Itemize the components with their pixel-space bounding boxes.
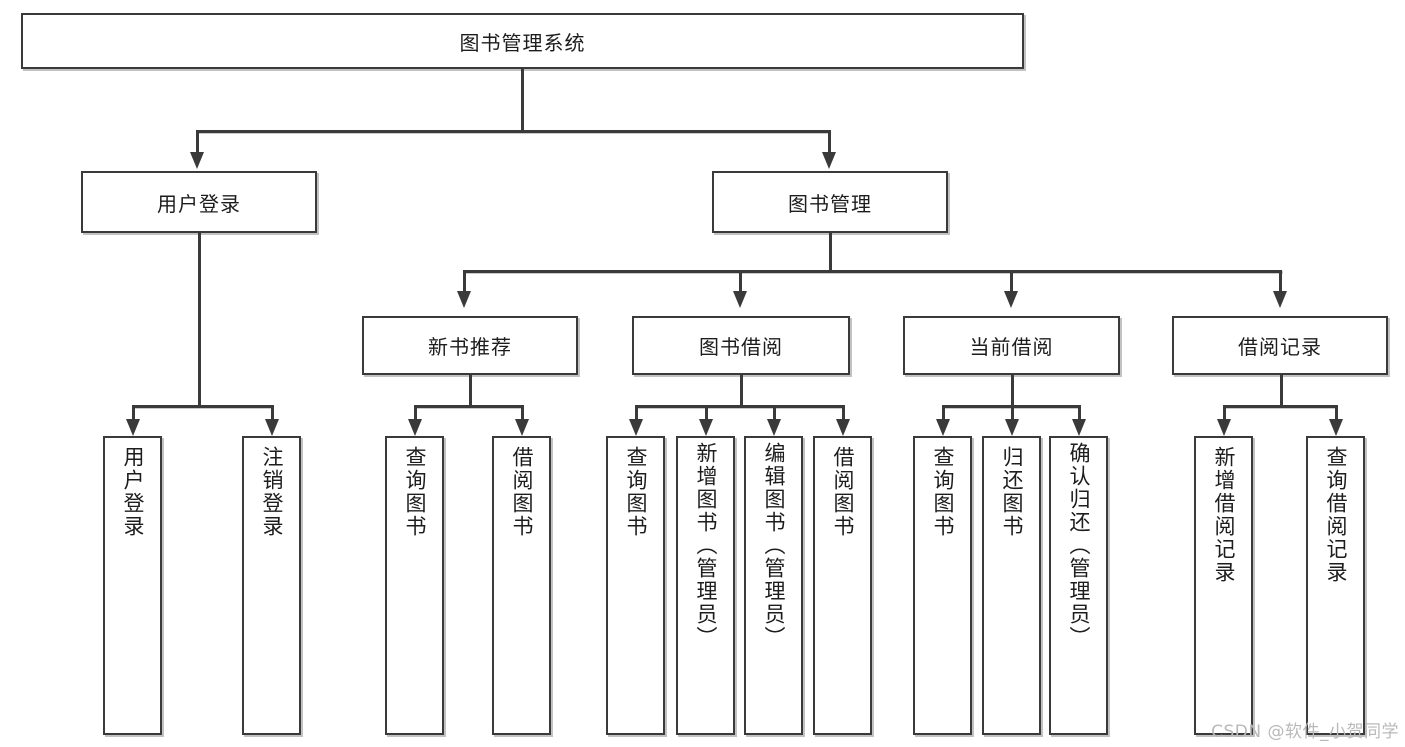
connector-book-borrow-stem <box>740 375 743 406</box>
connector-drop-bb-2 <box>705 405 708 421</box>
arrowhead-bb-3 <box>767 419 781 436</box>
connector-drop-leaf-user-login-1 <box>132 405 135 421</box>
connector-drop-current-borrow <box>1010 270 1013 292</box>
leaf-borrow-book-recommend[interactable]: 借阅图书 <box>492 436 551 735</box>
connector-borrow-record-bus <box>1224 405 1337 408</box>
connector-root-stem <box>521 69 524 131</box>
connector-drop-cb-1 <box>942 405 945 421</box>
connector-drop-borrow-record <box>1279 270 1282 292</box>
arrowhead-cb-1 <box>936 419 950 436</box>
connector-drop-br-2 <box>1335 405 1338 421</box>
connector-borrow-record-stem <box>1280 375 1283 406</box>
node-book-borrow[interactable]: 图书借阅 <box>632 316 850 375</box>
connector-drop-cb-3 <box>1078 405 1081 421</box>
connector-drop-bb-3 <box>773 405 776 421</box>
connector-drop-br-1 <box>1223 405 1226 421</box>
leaf-label: 新增借阅记录 <box>1211 446 1236 584</box>
arrowhead-user-login <box>190 152 204 169</box>
leaf-label: 确认归还（管理员） <box>1066 442 1091 649</box>
node-new-book-recommend[interactable]: 新书推荐 <box>362 316 578 375</box>
arrowhead-new-book <box>457 291 471 308</box>
connector-drop-new-book <box>463 270 466 292</box>
arrowhead-leaf-user-login-1 <box>126 419 140 436</box>
leaf-label: 注销登录 <box>259 446 284 538</box>
arrowhead-br-2 <box>1329 419 1343 436</box>
leaf-add-book-admin[interactable]: 新增图书（管理员） <box>676 436 735 735</box>
connector-drop-cb-2 <box>1011 405 1014 421</box>
node-label: 新书推荐 <box>428 335 512 359</box>
node-book-management[interactable]: 图书管理 <box>712 171 948 233</box>
arrowhead-bb-1 <box>629 419 643 436</box>
node-label: 图书管理 <box>788 191 872 216</box>
arrowhead-book-borrow <box>733 291 747 308</box>
connector-drop-nb-2 <box>521 405 524 421</box>
arrowhead-bb-4 <box>836 419 850 436</box>
connector-new-book-stem <box>469 375 472 406</box>
connector-drop-bb-1 <box>635 405 638 421</box>
leaf-label: 编辑图书（管理员） <box>761 442 786 649</box>
node-user-login[interactable]: 用户登录 <box>81 171 317 233</box>
node-label: 用户登录 <box>157 191 241 216</box>
leaf-label: 归还图书 <box>999 446 1024 538</box>
connector-drop-bb-4 <box>842 405 845 421</box>
arrowhead-nb-1 <box>408 419 422 436</box>
arrowhead-br-1 <box>1217 419 1231 436</box>
node-label: 图书管理系统 <box>459 30 586 55</box>
leaf-query-borrow-record[interactable]: 查询借阅记录 <box>1306 436 1365 735</box>
leaf-query-book-current[interactable]: 查询图书 <box>913 436 972 735</box>
arrowhead-bb-2 <box>699 419 713 436</box>
leaf-label: 用户登录 <box>120 446 145 538</box>
leaf-label: 查询图书 <box>930 446 955 538</box>
leaf-query-book-recommend[interactable]: 查询图书 <box>385 436 444 735</box>
leaf-label: 新增图书（管理员） <box>693 442 718 649</box>
arrowhead-nb-2 <box>515 419 529 436</box>
leaf-add-borrow-record[interactable]: 新增借阅记录 <box>1194 436 1253 735</box>
leaf-logout[interactable]: 注销登录 <box>242 436 301 735</box>
connector-book-borrow-bus <box>636 405 844 408</box>
connector-new-book-bus <box>415 405 523 408</box>
node-borrow-record[interactable]: 借阅记录 <box>1172 316 1388 375</box>
connector-drop-leaf-user-login-2 <box>271 405 274 421</box>
connector-drop-book-management <box>828 130 831 153</box>
leaf-label: 借阅图书 <box>830 446 855 538</box>
leaf-label: 查询图书 <box>623 446 648 538</box>
arrowhead-leaf-user-login-2 <box>265 419 279 436</box>
leaf-query-book-borrow[interactable]: 查询图书 <box>606 436 665 735</box>
leaf-label: 借阅图书 <box>509 446 534 538</box>
arrowhead-cb-2 <box>1005 419 1019 436</box>
connector-level3-bus <box>464 270 1282 273</box>
connector-user-login-stem <box>198 233 201 406</box>
connector-drop-nb-1 <box>414 405 417 421</box>
node-current-borrow[interactable]: 当前借阅 <box>903 316 1120 375</box>
connector-level2-bus <box>197 130 830 133</box>
node-label: 当前借阅 <box>969 335 1054 359</box>
node-root-book-management-system[interactable]: 图书管理系统 <box>21 13 1024 69</box>
leaf-return-book[interactable]: 归还图书 <box>982 436 1041 735</box>
connector-drop-book-borrow <box>739 270 742 292</box>
leaf-borrow-book[interactable]: 借阅图书 <box>813 436 872 735</box>
leaf-edit-book-admin[interactable]: 编辑图书（管理员） <box>744 436 803 735</box>
connector-current-borrow-stem <box>1011 375 1014 406</box>
connector-user-login-bus <box>133 405 273 408</box>
connector-drop-user-login <box>196 130 199 153</box>
node-label: 图书借阅 <box>699 335 783 359</box>
leaf-confirm-return-admin[interactable]: 确认归还（管理员） <box>1049 436 1108 735</box>
arrowhead-current-borrow <box>1004 291 1018 308</box>
arrowhead-cb-3 <box>1072 419 1086 436</box>
arrowhead-borrow-record <box>1273 291 1287 308</box>
leaf-label: 查询图书 <box>402 446 427 538</box>
connector-book-management-stem <box>829 233 832 271</box>
leaf-label: 查询借阅记录 <box>1323 446 1348 584</box>
leaf-user-login[interactable]: 用户登录 <box>103 436 162 735</box>
arrowhead-book-management <box>822 152 836 169</box>
node-label: 借阅记录 <box>1238 335 1322 359</box>
